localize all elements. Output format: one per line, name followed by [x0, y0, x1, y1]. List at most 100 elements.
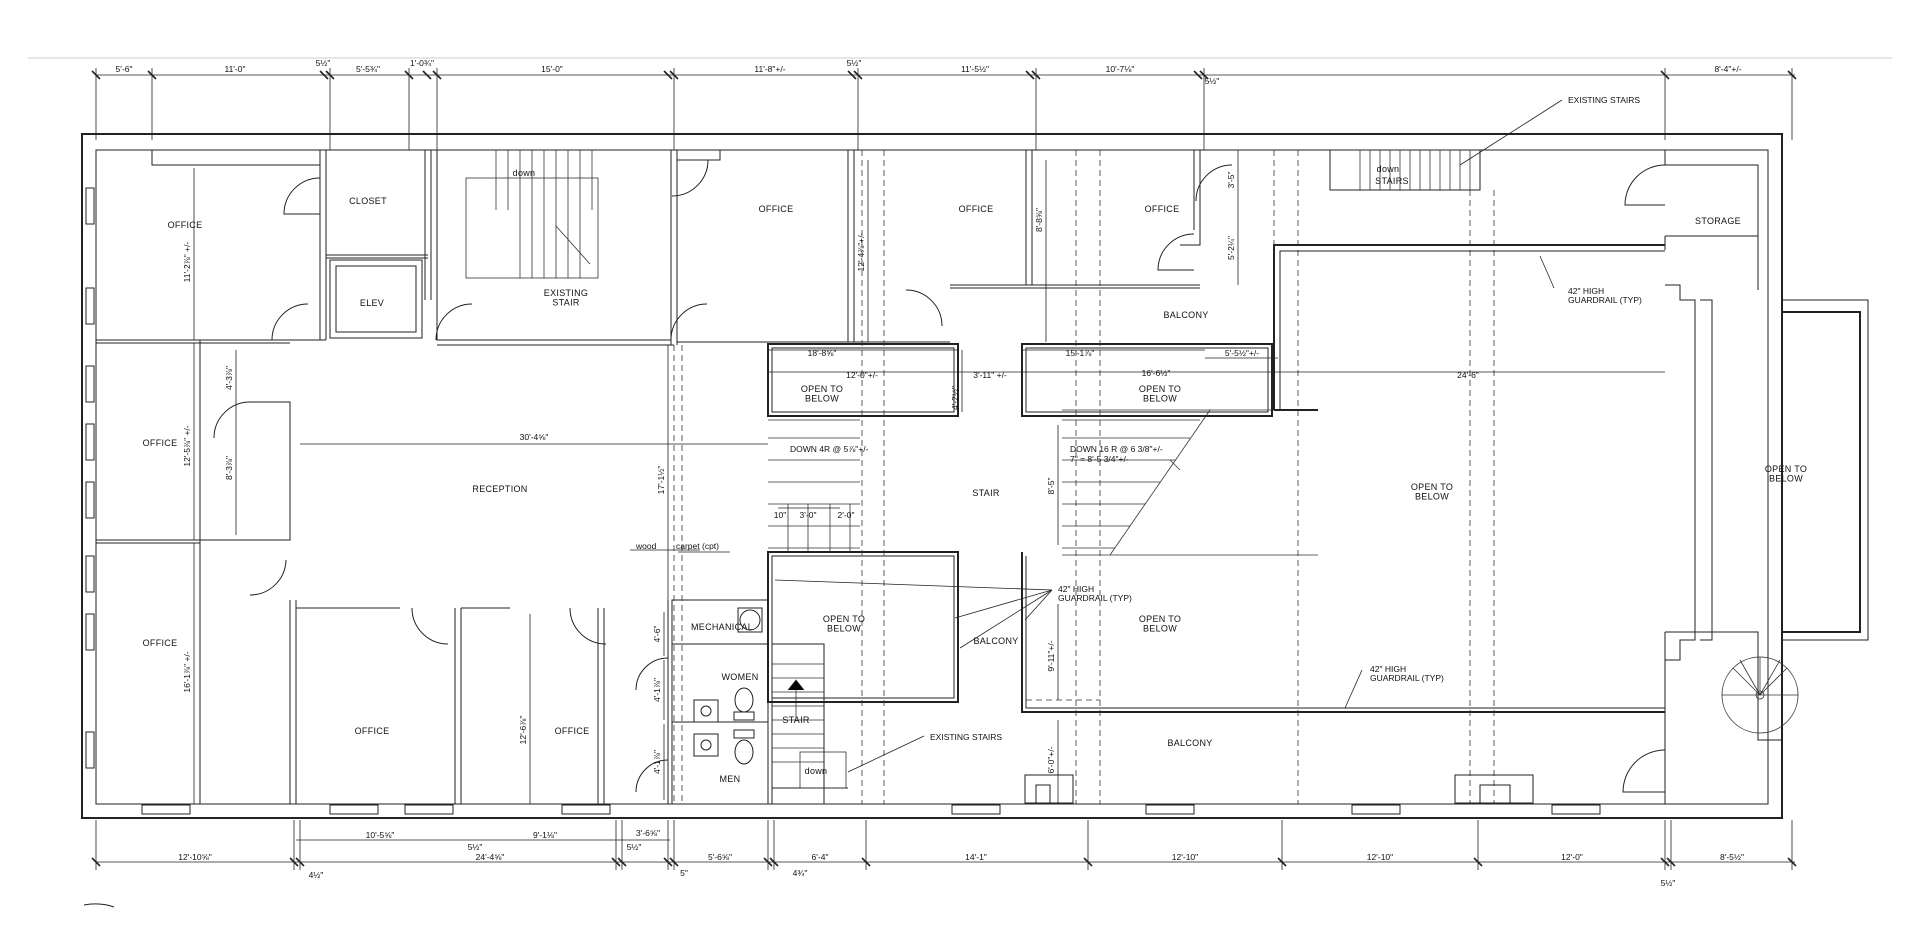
- room-elev: ELEV: [360, 298, 384, 308]
- dim-bot-12: 4¾": [793, 868, 808, 878]
- dim-reception-h: 30'-4⅝": [520, 432, 549, 442]
- note-down-16r: DOWN 16 R @ 6 3/8"+/-: [1070, 444, 1163, 454]
- dim-top-8: 5½": [847, 58, 862, 68]
- room-office-n1: OFFICE: [759, 204, 794, 214]
- dim-2-0: 2'-0": [838, 510, 855, 520]
- dim-stair-v: 8'-5": [1046, 478, 1056, 495]
- room-office-sw: OFFICE: [143, 638, 178, 648]
- dim-bal-v: 9'-11"+/-: [1046, 640, 1056, 671]
- dim-bot-2: 4½": [309, 870, 324, 880]
- dim-15-1: 15'-1⅞": [1066, 348, 1095, 358]
- dim-bot-6: 9'-1⅛": [533, 830, 557, 840]
- dim-bal-v2: 6'-0"+/-: [1046, 746, 1056, 773]
- label-stair-down-2: down: [1377, 164, 1400, 174]
- dim-bot-16: 12'-0": [1561, 852, 1583, 862]
- room-mechanical: MECHANICAL: [691, 622, 753, 632]
- dim-top-2: 11'-0": [224, 64, 245, 74]
- dim-office-s-v: 12'-6⅞": [518, 716, 528, 745]
- label-stair-down-3: down: [805, 766, 828, 776]
- dim-bot-10: 5": [680, 868, 688, 878]
- dim-bot-1: 12'-10⅝": [178, 852, 211, 862]
- room-office-s2: OFFICE: [555, 726, 590, 736]
- dim-office-w-v: 12'-5⅞" +/-: [182, 425, 192, 466]
- dim-bot-18: 5½": [1661, 878, 1676, 888]
- plumbing-fixtures: [693, 607, 1534, 804]
- dim-bot-3: 10'-5⅝": [366, 830, 395, 840]
- dim-10: 10": [774, 510, 786, 520]
- interior-walls: [96, 149, 1782, 805]
- door-swings: [213, 159, 1666, 793]
- dim-men-v: 4'-1⅞": [652, 750, 662, 774]
- dim-18-8: 18'-8⅝": [808, 348, 837, 358]
- dim-top-11: 5½": [1205, 76, 1220, 86]
- dim-3-0: 3'-0": [800, 510, 817, 520]
- dim-top-4: 5'-5¾": [356, 64, 380, 74]
- dim-w-closet-v: 4'-3⅞": [224, 366, 234, 390]
- building-walls: [81, 133, 1869, 819]
- dim-top-5: 1'-0¾": [410, 58, 434, 68]
- dim-w-closet-v2: 8'-3⅞": [224, 456, 234, 480]
- room-office-s1: OFFICE: [355, 726, 390, 736]
- room-closet: CLOSET: [349, 196, 387, 206]
- dim-office-n2-v: 8'-8⅝": [1034, 208, 1044, 232]
- room-office-n3: OFFICE: [1145, 204, 1180, 214]
- dashed-lines: [673, 150, 1495, 804]
- dim-bot-15: 12'-10": [1367, 852, 1393, 862]
- dim-bot-17: 8'-5½": [1720, 852, 1744, 862]
- dim-office-sw-v: 16'-1⅞" +/-: [182, 651, 192, 692]
- dim-3-11: 3'-11" +/-: [973, 370, 1007, 380]
- note-down-4r: DOWN 4R @ 5⅞"+/-: [790, 444, 869, 454]
- room-balcony-n: BALCONY: [1163, 310, 1208, 320]
- dim-top-7: 11'-8"+/-: [754, 64, 785, 74]
- guardrails: [767, 244, 1713, 713]
- note-existing-stairs-s: EXISTING STAIRS: [930, 732, 1002, 742]
- dim-bot-5: 24'-4⅝": [476, 852, 505, 862]
- dim-bot-14: 12'-10": [1172, 852, 1198, 862]
- note-carpet: carpet (cpt): [676, 541, 719, 551]
- dim-top-12: 8'-4"+/-: [1714, 64, 1741, 74]
- interior-dimension-labels: 11'-2⅞" +/- 12'-5⅞" +/- 16'-1⅞" +/- 4'-3…: [182, 172, 1479, 774]
- room-office-n2: OFFICE: [959, 204, 994, 214]
- dim-open-v: 4'-2½": [950, 386, 960, 410]
- dim-bot-13: 14'-1": [965, 852, 987, 862]
- room-storage: STORAGE: [1695, 216, 1741, 226]
- dim-office-nw-v: 11'-2⅞" +/-: [182, 242, 192, 283]
- dim-12-0: 12'-0"+/-: [846, 370, 878, 380]
- dim-reception-v: 17'-1½": [656, 466, 666, 495]
- room-stair-s: STAIR: [782, 715, 810, 725]
- label-stair-down-1: down: [513, 168, 536, 178]
- dim-office-n3-v2: 5'-2¼": [1226, 236, 1236, 260]
- room-stairs-n: STAIRS: [1375, 176, 1409, 186]
- dim-mech-v: 4'-6": [652, 626, 662, 643]
- dim-bot-9: 5'-6⅝": [708, 852, 732, 862]
- dim-5-5: 5'-5½"+/-: [1225, 348, 1259, 358]
- dim-bot-4: 5½": [468, 842, 483, 852]
- dim-office-n1-v: 12'-4⅞"+/-: [856, 232, 866, 271]
- room-reception: RECEPTION: [472, 484, 527, 494]
- dim-bot-7: 3'-6⅝": [636, 828, 660, 838]
- interior-dimension-lines: [193, 150, 1665, 841]
- leader-lines: [630, 99, 1563, 773]
- dim-top-6: 15'-0": [541, 64, 563, 74]
- dim-top-9: 11'-5½": [961, 64, 989, 74]
- note-down-16r-sub: 7" = 8'-5 3/4"+/-: [1070, 454, 1129, 464]
- dim-16-6: 16'-6½": [1142, 368, 1171, 378]
- room-office-nw: OFFICE: [168, 220, 203, 230]
- room-stair-c: STAIR: [972, 488, 1000, 498]
- dim-office-n3-v1: 3'-5": [1226, 172, 1236, 189]
- north-arrow-fragment: [83, 903, 115, 908]
- room-office-w: OFFICE: [143, 438, 178, 448]
- dim-women-v: 4'-1⅞": [652, 678, 662, 702]
- room-balcony-s: BALCONY: [1167, 738, 1212, 748]
- room-men: MEN: [720, 774, 741, 784]
